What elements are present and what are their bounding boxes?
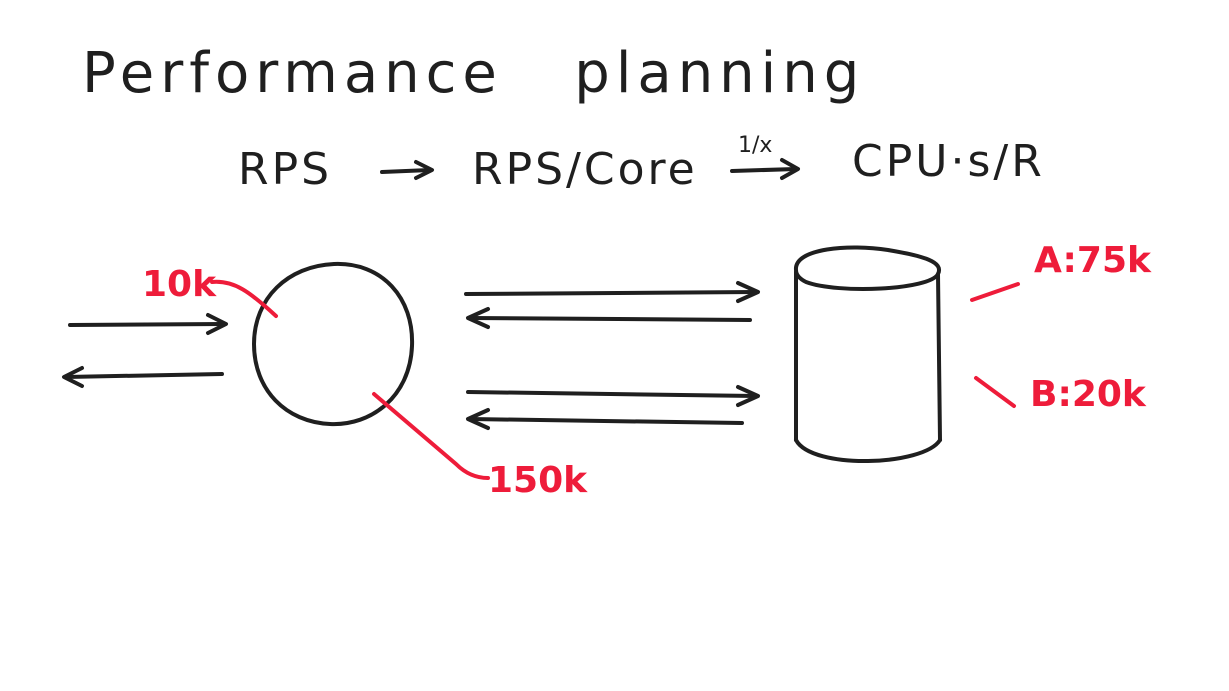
db-a-leader	[970, 282, 1020, 302]
formula-term-rps-per-core: RPS/Core	[472, 144, 698, 195]
formula-term-cpu-seconds-per-request: CPU·s/R	[852, 136, 1045, 187]
client-response-arrow	[62, 366, 224, 388]
formula-transform-label: 1/x	[738, 133, 772, 158]
formula: RPS RPS/Core 1/x CPU·s/R	[238, 133, 1045, 195]
db-a-response-arrow	[466, 307, 752, 329]
service-min-rps-label: 10k	[142, 264, 217, 305]
db-a-request-arrow	[464, 281, 760, 303]
formula-term-rps: RPS	[238, 144, 332, 195]
db-b-response-arrow	[466, 408, 744, 430]
diagram-title: Performance planning	[82, 41, 865, 106]
service-max-rps-label: 150k	[488, 460, 588, 501]
arrow-right-icon	[730, 158, 800, 180]
service-max-rps-leader	[372, 392, 490, 480]
db-b-rps-label: B:20k	[1030, 374, 1147, 415]
db-a-rps-label: A:75k	[1034, 240, 1152, 281]
database-cylinder	[794, 245, 942, 463]
service-node	[252, 261, 415, 427]
client-request-arrow	[68, 313, 228, 335]
arrow-right-icon	[380, 160, 434, 180]
db-b-leader	[974, 376, 1016, 408]
db-b-request-arrow	[466, 385, 760, 407]
service-min-rps-leader	[210, 279, 278, 318]
